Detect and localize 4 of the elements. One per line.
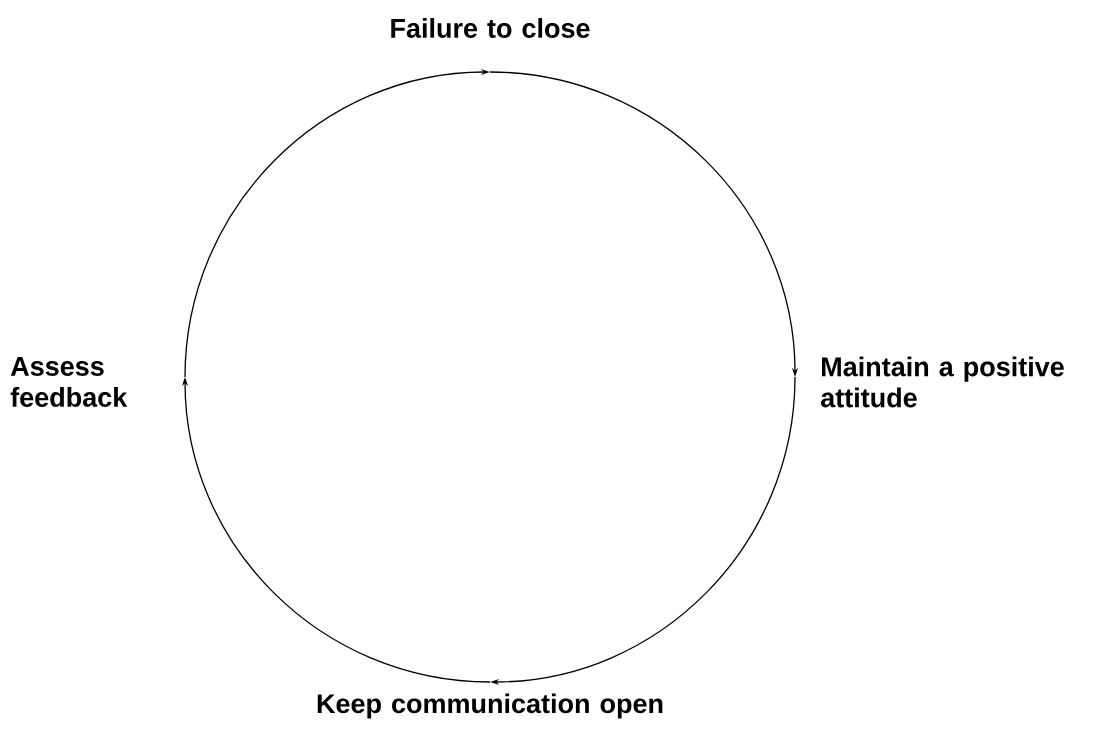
step-label: Keep communication open (317, 693, 663, 719)
step-label: Failure to close (391, 18, 590, 38)
step-label: Assess feedback (10, 357, 128, 407)
step-label: Maintain a positive attitude (821, 356, 1064, 408)
